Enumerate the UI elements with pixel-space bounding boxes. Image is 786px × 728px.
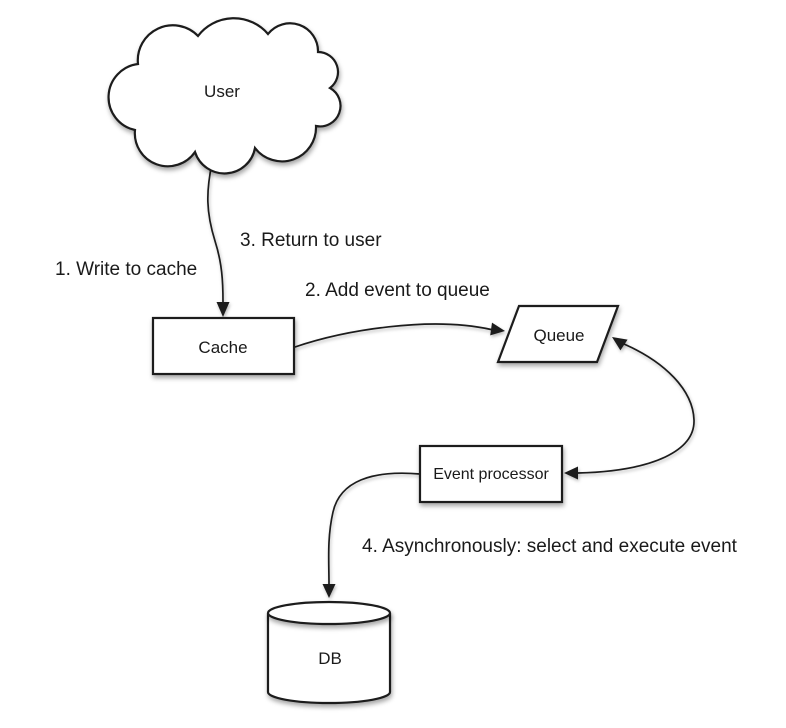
arrowhead-into-queue-right xyxy=(612,337,628,351)
edge-user-cache xyxy=(206,162,230,317)
edge-cache-queue-path xyxy=(294,323,492,348)
node-db: DB xyxy=(266,600,392,705)
user-label: User xyxy=(204,82,240,101)
arrowhead-into-cache xyxy=(216,302,230,317)
step-label-4: 4. Asynchronously: select and execute ev… xyxy=(362,536,738,557)
node-event-processor: Event processor xyxy=(418,444,564,504)
step-label-1: 1. Write to cache xyxy=(55,259,197,280)
node-queue: Queue xyxy=(496,304,620,364)
queue-label: Queue xyxy=(533,326,584,345)
db-label: DB xyxy=(318,649,342,668)
step-label-3: 3. Return to user xyxy=(240,230,382,251)
arrowhead-into-db xyxy=(322,584,336,598)
node-cache: Cache xyxy=(151,316,296,376)
edge-event-processor-db xyxy=(322,472,421,598)
step-label-2: 2. Add event to queue xyxy=(305,280,490,301)
arrowhead-into-event-processor xyxy=(564,466,578,480)
event-processor-label: Event processor xyxy=(433,466,549,483)
edge-queue-event-processor-path xyxy=(577,343,695,474)
db-cylinder-body xyxy=(266,613,392,705)
cache-label: Cache xyxy=(198,338,247,357)
db-cylinder-top xyxy=(266,600,392,626)
queue-parallelogram xyxy=(496,304,620,364)
edge-event-processor-db-path xyxy=(327,472,421,585)
arrowhead-into-queue-left xyxy=(490,322,505,336)
edge-cache-queue xyxy=(294,322,505,348)
edge-user-cache-path xyxy=(206,162,224,303)
user-cloud-shape xyxy=(107,17,342,175)
event-processor-rect xyxy=(418,444,564,504)
node-user: User xyxy=(107,17,342,175)
edge-queue-event-processor xyxy=(564,337,695,480)
cache-rect xyxy=(151,316,296,376)
